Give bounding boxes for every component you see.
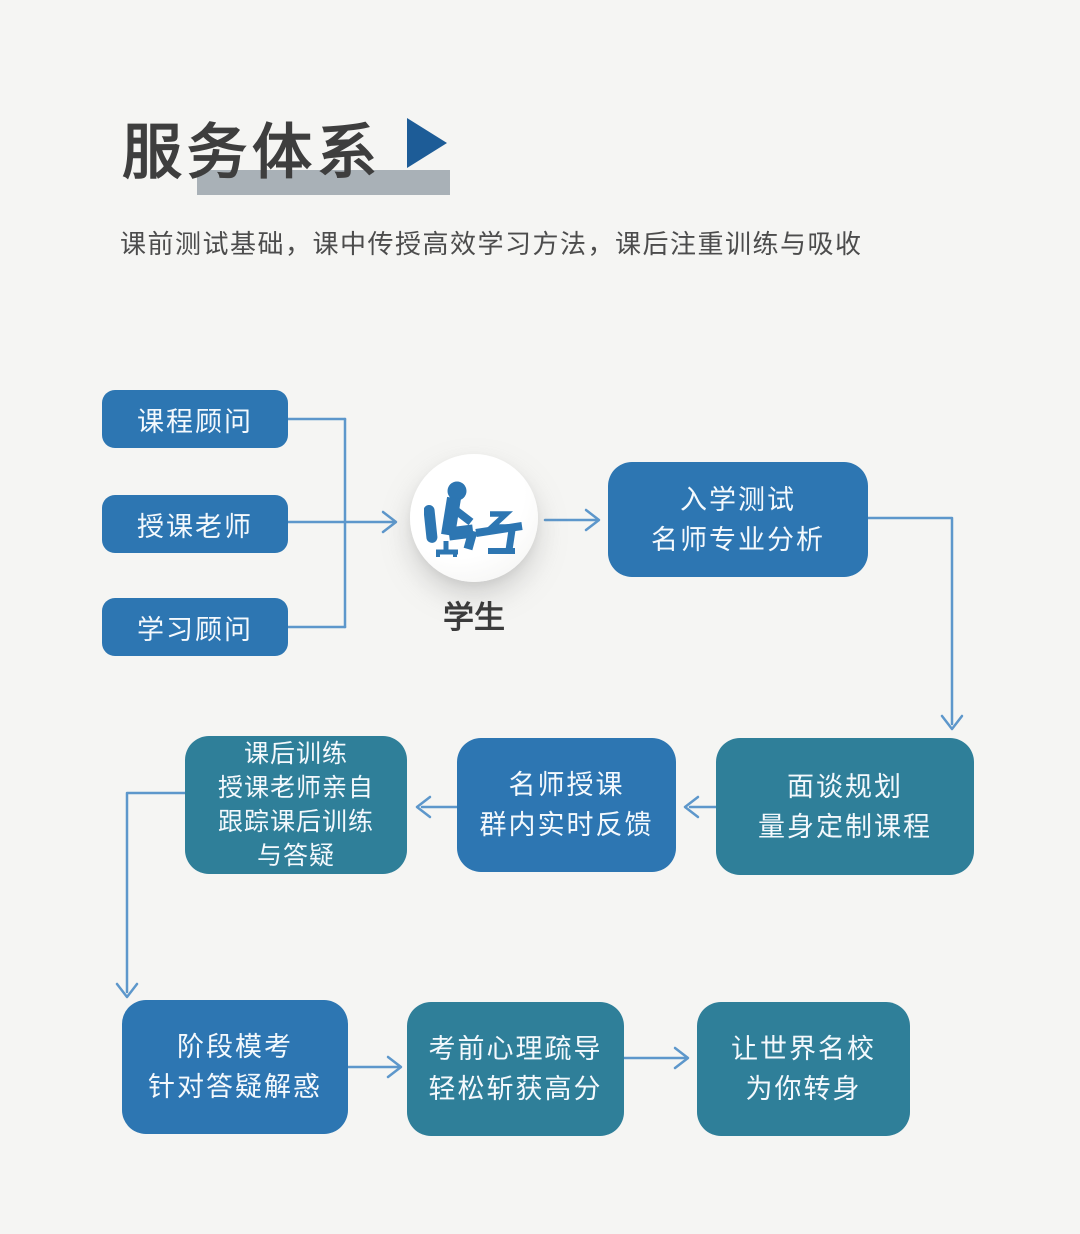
underline-bar — [197, 170, 450, 195]
page-subtitle: 课前测试基础，课中传授高效学习方法，课后注重训练与吸收 — [120, 229, 863, 259]
arrow-entry-test-to-interview — [866, 516, 964, 731]
node-mock-exam: 阶段模考 针对答疑解惑 — [122, 1000, 348, 1134]
arrow-teaching-to-afterclass — [415, 795, 459, 819]
node-live-teaching: 名师授课 群内实时反馈 — [457, 738, 676, 872]
arrow-student-to-entry-test — [543, 508, 601, 532]
node-after-class-training: 课后训练 授课老师亲自 跟踪课后训练 与答疑 — [185, 736, 407, 874]
page-title: 服务体系 — [122, 119, 382, 186]
arrow-mock-to-psych — [346, 1055, 403, 1079]
arrow-afterclass-to-mock — [115, 791, 187, 999]
node-interview-plan: 面谈规划 量身定制课程 — [716, 738, 974, 875]
play-triangle-icon — [407, 118, 447, 168]
node-entry-test: 入学测试 名师专业分析 — [608, 462, 868, 577]
node-study-advisor: 学习顾问 — [102, 598, 288, 656]
node-psych-guidance: 考前心理疏导 轻松斩获高分 — [407, 1002, 624, 1136]
student-at-desk-icon — [424, 481, 523, 557]
advisor-junction-lines — [286, 417, 347, 629]
node-course-advisor: 课程顾问 — [102, 390, 288, 448]
arrow-advisors-to-student — [343, 510, 398, 534]
student-label: 学生 — [443, 600, 505, 635]
node-teacher: 授课老师 — [102, 495, 288, 553]
node-world-school: 让世界名校 为你转身 — [697, 1002, 910, 1136]
student-avatar-circle — [410, 454, 538, 582]
arrow-psych-to-world — [622, 1046, 690, 1070]
arrow-interview-to-teaching — [683, 795, 718, 819]
